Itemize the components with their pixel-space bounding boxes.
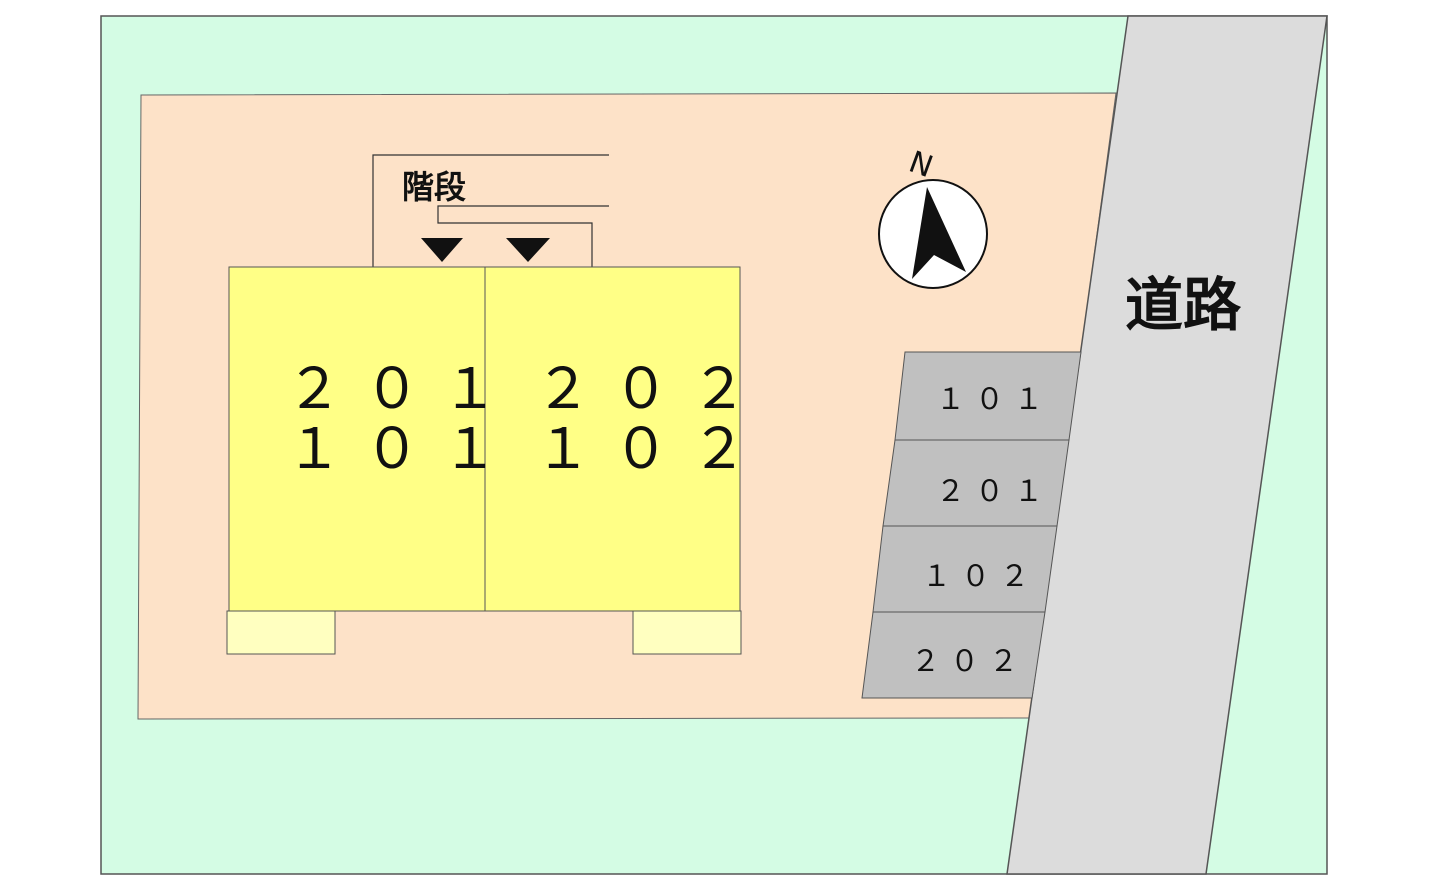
parking-label: ２０１ <box>936 474 1053 508</box>
north-arrow-icon <box>912 187 966 279</box>
compass: N <box>878 145 988 289</box>
entrance-arrow-icon <box>421 238 463 262</box>
staircase: 階段 <box>372 154 609 268</box>
unit-label-upper: ２０１ <box>286 357 520 422</box>
building: ２０１ １０１ ２０２ １０２ <box>226 266 769 655</box>
staircase-label: 階段 <box>402 168 466 206</box>
staircase-outline <box>372 154 609 268</box>
unit-label-upper: ２０２ <box>535 357 769 422</box>
entrance-arrow-icon <box>506 238 550 262</box>
staircase-outline <box>437 205 609 268</box>
parking-space <box>861 611 1046 699</box>
parking-label: １０２ <box>922 559 1039 593</box>
unit-label-lower: １０２ <box>535 417 769 482</box>
road-label: 道路 <box>1125 271 1242 339</box>
parking-label: １０１ <box>936 382 1053 416</box>
parking-label: ２０２ <box>911 644 1028 678</box>
unit-label-lower: １０１ <box>286 417 520 482</box>
entry-pad <box>632 610 742 655</box>
unit-block-left <box>228 266 486 612</box>
unit-block-right <box>484 266 741 612</box>
parking-area: １０１ ２０１ １０２ ２０２ <box>861 351 1082 699</box>
entry-pad <box>226 610 336 655</box>
